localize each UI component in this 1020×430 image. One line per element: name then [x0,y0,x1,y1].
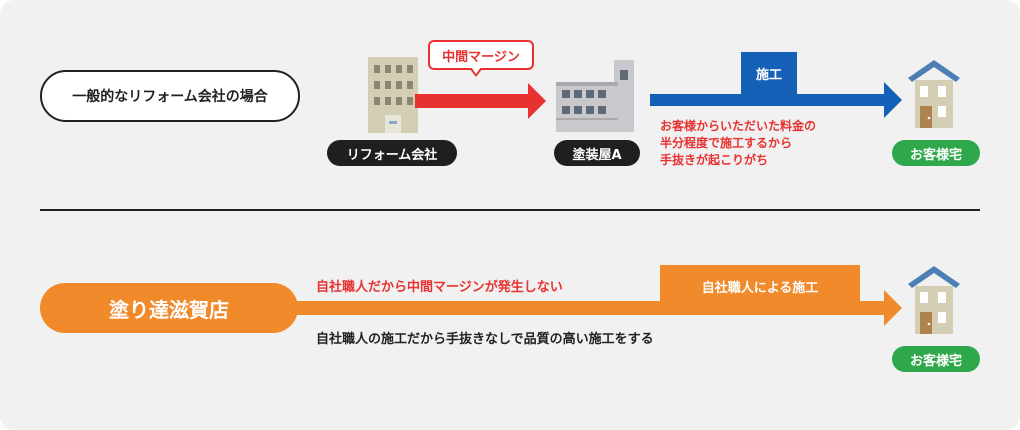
note-line-1: お客様からいただいた料金の [660,119,817,133]
painter-shop-icon [556,60,634,132]
margin-bubble: 中間マージン [428,40,534,70]
construction-label: 施工 [741,52,797,96]
reform-company-tag: リフォーム会社 [327,140,457,166]
margin-arrow-head [528,83,546,119]
company-label: 塗り達滋賀店 [40,283,298,333]
construction-arrow-body [650,94,886,106]
margin-bubble-tail-inner [471,67,481,74]
no-margin-text: 自社職人だから中間マージンが発生しない [316,280,563,295]
customer-tag-bottom: お客様宅 [892,346,980,372]
office-building-icon [368,57,418,133]
section-divider [40,209,980,211]
note-line-2: 半分程度で施工するから [660,136,793,150]
case-label: 一般的なリフォーム会社の場合 [40,70,300,122]
note-line-3: 手抜きが起こりがち [660,153,769,167]
customer-tag-top: お客様宅 [892,140,980,166]
construction-arrow-head [884,82,902,118]
margin-arrow-body [415,94,529,108]
shoddy-work-note: お客様からいただいた料金の 半分程度で施工するから 手抜きが起こりがち [660,118,816,169]
house-icon [908,266,960,334]
painter-tag: 塗装屋A [554,140,640,166]
house-icon [908,60,960,128]
direct-construction-label: 自社職人による施工 [660,265,860,305]
direct-arrow-head [884,290,902,326]
quality-text: 自社職人の施工だから手抜きなしで品質の高い施工をする [316,332,654,347]
